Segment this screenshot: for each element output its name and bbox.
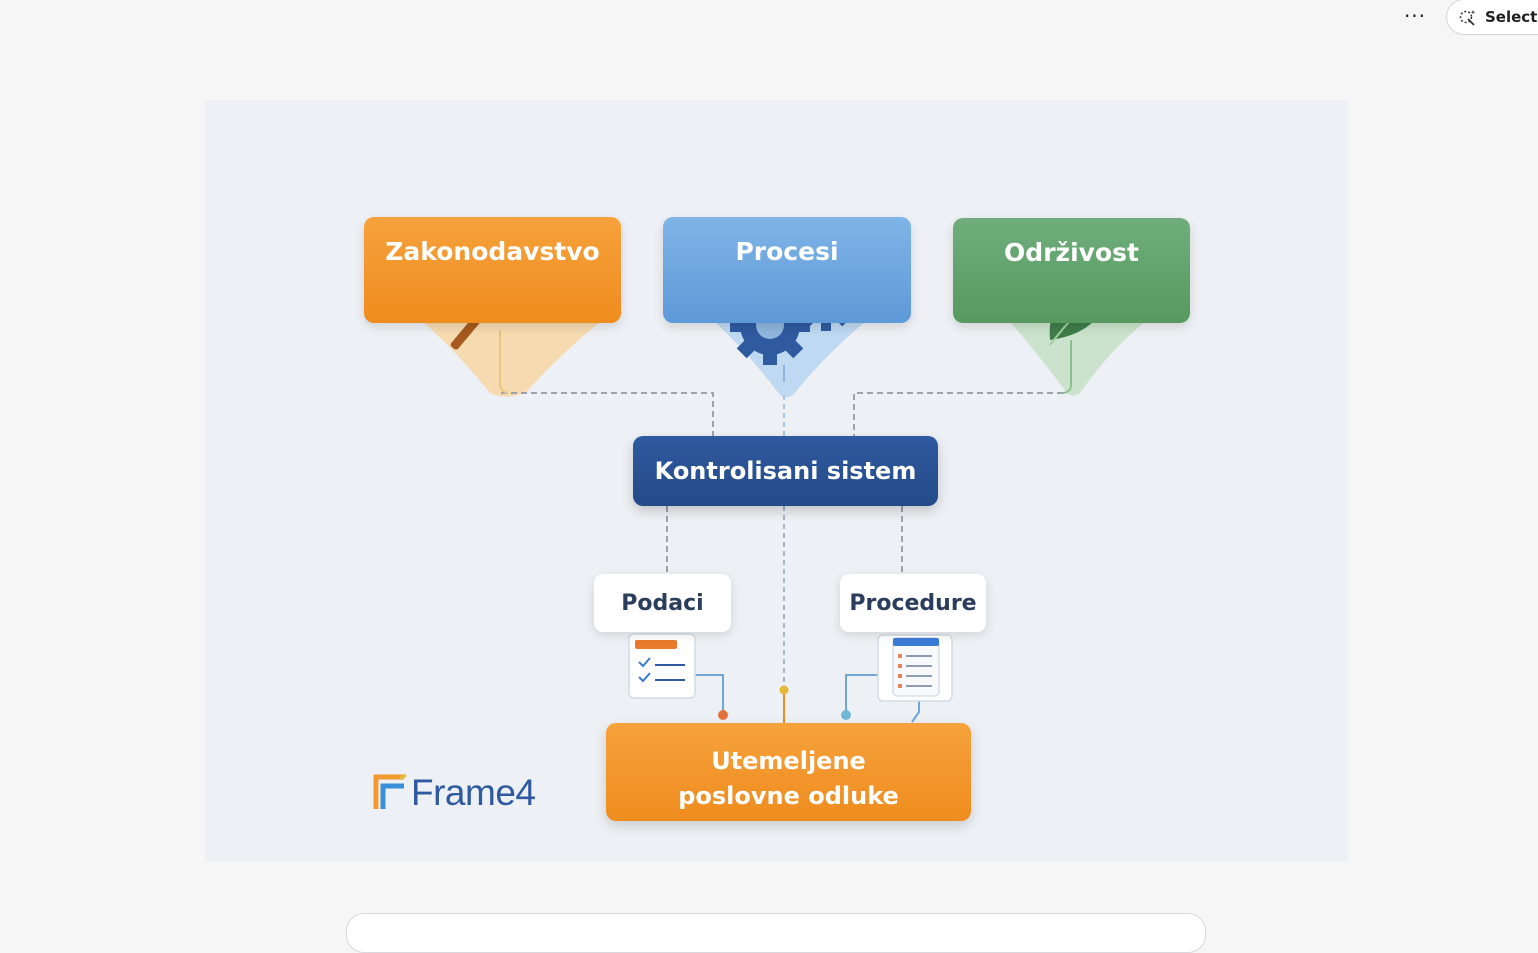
- podaci-label: Podaci: [621, 590, 704, 616]
- select-button[interactable]: Select a: [1446, 0, 1538, 35]
- more-horizontal-icon: ···: [1403, 4, 1427, 28]
- kontrolisani-sistem-label: Kontrolisani sistem: [654, 457, 917, 485]
- zakonodavstvo-box: Zakonodavstvo: [364, 217, 621, 323]
- utemeljene-label-line1: Utemeljene: [711, 747, 866, 775]
- procesi-box: Procesi: [663, 217, 911, 323]
- podaci-box: Podaci: [594, 574, 731, 632]
- odrzivost-box: Održivost: [953, 218, 1190, 323]
- zakonodavstvo-label: Zakonodavstvo: [385, 237, 600, 266]
- procedure-label: Procedure: [849, 590, 977, 616]
- diagram-image: Zakonodavstvo Procesi Održivost Kontroli…: [205, 100, 1348, 862]
- odrzivost-label: Održivost: [1004, 238, 1139, 267]
- document-list-icon: [877, 634, 953, 702]
- magic-select-icon: [1459, 10, 1476, 26]
- procesi-label: Procesi: [735, 237, 839, 266]
- message-input-card[interactable]: [346, 913, 1206, 953]
- frame4-logo-text: Frame4: [411, 772, 536, 813]
- utemeljene-label-line2: poslovne odluke: [678, 782, 899, 810]
- more-options-button[interactable]: ···: [1400, 4, 1430, 28]
- utemeljene-odluke-box: Utemeljene poslovne odluke: [606, 723, 971, 821]
- kontrolisani-sistem-box: Kontrolisani sistem: [633, 436, 938, 506]
- frame4-logo-icon: [373, 774, 407, 809]
- frame4-logo: Frame4: [373, 771, 536, 815]
- procedure-box: Procedure: [840, 574, 986, 632]
- select-button-label: Select a: [1485, 8, 1538, 26]
- checklist-icon: [628, 633, 696, 699]
